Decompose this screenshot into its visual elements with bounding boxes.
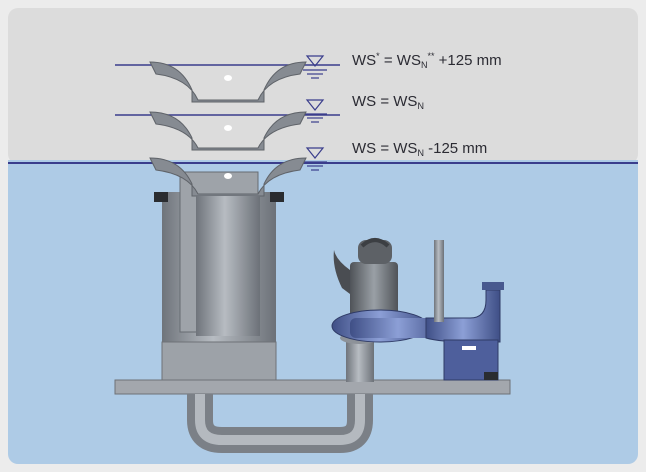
water-level-triangle-icon: [303, 55, 327, 79]
water-level-label-high: WS* = WSN** +125 mm: [352, 51, 502, 70]
bell-mouth-nominal: [149, 111, 307, 151]
pump-motor: [350, 262, 398, 322]
water-level-triangle-icon: [303, 147, 327, 171]
water-level-triangle-icon: [303, 99, 327, 123]
water-level-label-nominal: WS = WSN: [352, 93, 424, 111]
water-zone: [8, 160, 638, 464]
bell-mouth-low: [149, 157, 307, 197]
air-zone: [8, 8, 638, 164]
bell-mouth-high: [149, 61, 307, 103]
column-bracket-right: [270, 192, 284, 202]
column-bracket-left: [154, 192, 168, 202]
baseplate: [114, 379, 511, 395]
submersible-pump: [331, 238, 504, 382]
pump-cable: [333, 250, 350, 294]
water-level-label-low: WS = WSN -125 mm: [352, 140, 488, 158]
pump-discharge-riser: [346, 338, 374, 382]
